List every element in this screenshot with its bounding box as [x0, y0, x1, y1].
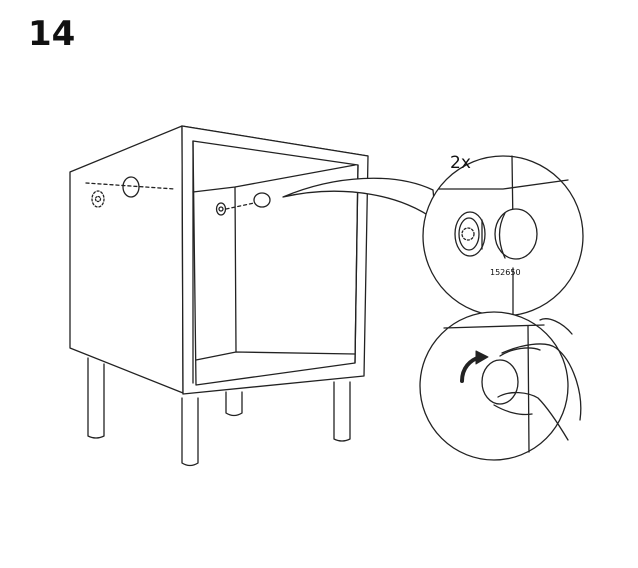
- legs: [87, 357, 351, 467]
- side-panel-holes: [85, 176, 176, 208]
- interior-knob: [215, 192, 271, 216]
- cabinet: [69, 125, 369, 395]
- quantity-label: 2x: [450, 153, 471, 173]
- step-number: 14: [28, 14, 76, 54]
- part-number-label: 152650: [490, 268, 521, 277]
- detail-circle-knob: [422, 155, 584, 317]
- detail-circle-turning: [419, 311, 582, 461]
